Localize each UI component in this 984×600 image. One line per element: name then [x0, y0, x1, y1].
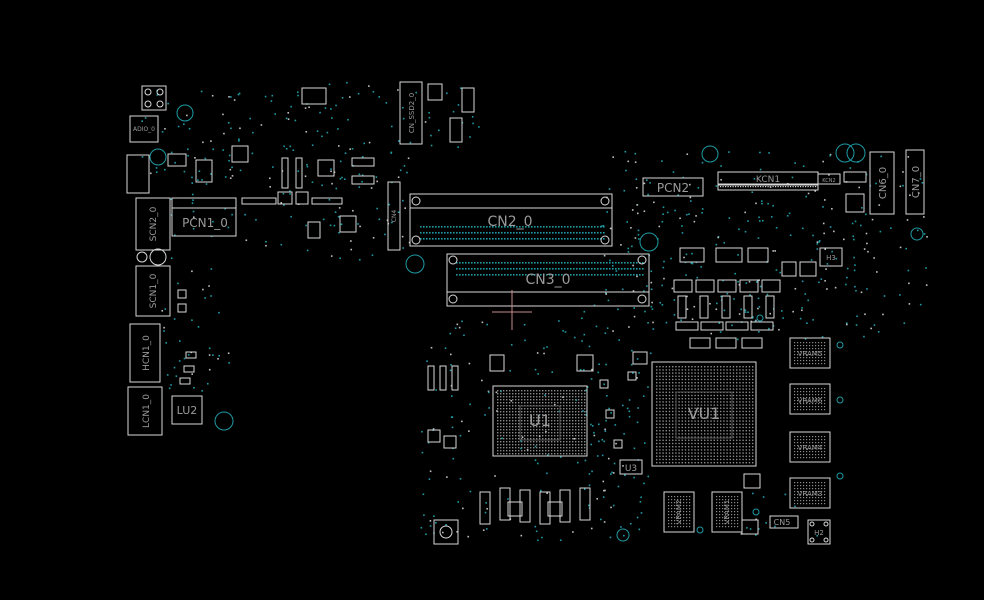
- u1-label: U1: [529, 411, 551, 430]
- h2-label: H2: [814, 529, 824, 537]
- vram4-label: VRAM4: [798, 444, 823, 452]
- cursor-crosshair: [492, 290, 532, 330]
- h3-label: H3: [826, 254, 836, 262]
- cn7-label: CN7_0: [911, 166, 922, 198]
- cn4-label: CN4: [391, 210, 398, 223]
- vram5-label: VRAM5: [798, 350, 823, 358]
- kcn2-label: KCN2: [822, 178, 835, 184]
- adio-connector[interactable]: [129, 85, 167, 143]
- small-part: [843, 171, 867, 183]
- bottom-hole: [433, 519, 459, 545]
- u1-cpu[interactable]: [489, 354, 594, 457]
- lu2-label: LU2: [177, 404, 198, 417]
- cn3-connector[interactable]: [446, 253, 650, 307]
- mounting-hole: [835, 143, 855, 163]
- mounting-hole: [149, 148, 167, 166]
- cn5-label: CN5: [774, 518, 791, 527]
- mounting-hole: [616, 528, 630, 542]
- kcn1-label: KCN1: [756, 175, 780, 185]
- scn1-label: SCN1_0: [149, 273, 159, 308]
- scn2-label: SCN2_0: [149, 206, 159, 241]
- mounting-hole: [214, 411, 234, 431]
- hcn1-connector[interactable]: [129, 323, 161, 383]
- pcn1-label: PCN1_0: [182, 216, 228, 230]
- small-parts-cluster: [177, 289, 761, 535]
- lcn1-label: LCN1_0: [142, 394, 152, 428]
- cn-ssd2-connector[interactable]: [399, 81, 423, 145]
- vram6-label: VRAM6: [798, 397, 823, 405]
- cn3-label: CN3_0: [525, 272, 570, 288]
- h2-hole: [807, 519, 831, 545]
- connector-left-small[interactable]: [126, 154, 150, 194]
- pcn2-connector[interactable]: [642, 177, 704, 197]
- power-stage-rows: [673, 247, 781, 349]
- mounting-hole: [910, 227, 924, 241]
- small-part: [449, 117, 463, 143]
- scn1-connector[interactable]: [135, 265, 171, 317]
- u3-chip[interactable]: [619, 459, 643, 475]
- vu1-label: VU1: [688, 404, 721, 423]
- cn2-label: CN2_0: [487, 214, 532, 230]
- cn6-connector[interactable]: [869, 151, 895, 215]
- vram-chips[interactable]: [663, 337, 831, 533]
- vu1-gpu[interactable]: [632, 351, 757, 467]
- small-parts-upper-left: [167, 87, 375, 239]
- u3-label: U3: [625, 464, 637, 474]
- mounting-hole: [701, 145, 719, 163]
- mounting-hole: [176, 104, 194, 122]
- lu2-chip[interactable]: [171, 395, 203, 425]
- mounting-hole: [846, 143, 866, 163]
- h3-hole: [819, 247, 843, 267]
- small-part: [799, 261, 817, 277]
- cn7-connector[interactable]: [905, 149, 925, 215]
- cn-ssd2-label: CN_SSD2_0: [408, 93, 416, 133]
- pcn1-connector[interactable]: [171, 197, 237, 237]
- pcn2-label: PCN2: [657, 181, 689, 195]
- vram3-label: VRAM3: [798, 490, 823, 498]
- small-part: [461, 87, 475, 113]
- mounting-hole: [639, 232, 659, 252]
- vram2-label: VRAM2: [675, 500, 683, 525]
- kcn2-connector[interactable]: [817, 173, 841, 185]
- cn2-connector[interactable]: [409, 193, 613, 247]
- small-part: [427, 83, 443, 101]
- small-part: [781, 261, 797, 277]
- scn2-connector[interactable]: [135, 197, 171, 266]
- kcn1-pads: [717, 184, 819, 191]
- lcn1-connector[interactable]: [127, 386, 163, 436]
- vram1-label: VRAM1: [723, 500, 731, 525]
- hcn1-label: HCN1_0: [142, 335, 152, 371]
- cn4-connector[interactable]: [387, 181, 401, 251]
- mounting-hole: [405, 254, 425, 274]
- cn5-connector[interactable]: [769, 515, 799, 529]
- pad-field: [141, 81, 928, 542]
- cn6-label: CN6_0: [878, 167, 889, 199]
- adio-label: ADIO_0: [133, 126, 155, 133]
- small-part: [845, 193, 865, 213]
- test-points: [696, 314, 844, 534]
